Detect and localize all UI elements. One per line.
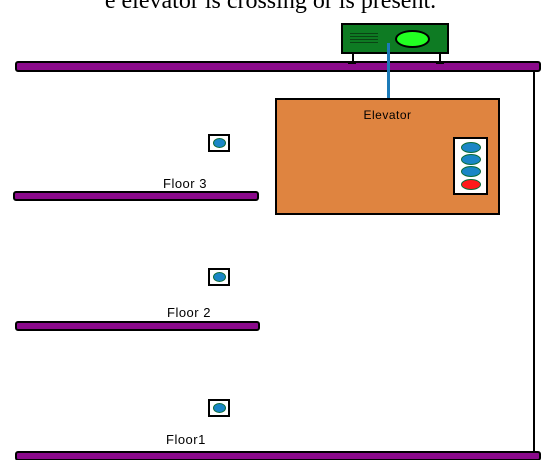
floor-2-beam (15, 321, 260, 331)
cabin-button-panel (453, 137, 488, 195)
motor-vent (350, 33, 378, 46)
cabin-floor-button[interactable] (461, 179, 481, 190)
elevator-cable (387, 43, 390, 99)
floor-3-beam (13, 191, 259, 201)
call-button-floor-3[interactable] (208, 134, 230, 152)
cabin-label: Elevator (363, 108, 412, 122)
ground-beam (15, 451, 541, 460)
motor-leg-right (439, 54, 441, 63)
call-button-indicator (213, 403, 226, 413)
cabin-floor-button[interactable] (461, 166, 481, 177)
call-button-floor-2[interactable] (208, 268, 230, 286)
floor-label: Floor1 (166, 432, 206, 447)
caption-text: e elevator is crossing or is present. (104, 0, 437, 14)
motor-foot-left (348, 61, 356, 64)
motor-leg-left (352, 54, 354, 63)
elevator-motor (341, 23, 449, 54)
elevator-cabin: Elevator (275, 98, 500, 215)
motor-foot-right (436, 61, 444, 64)
motor-drum (395, 30, 430, 48)
call-button-floor-1[interactable] (208, 399, 230, 417)
floor-label: Floor 3 (163, 176, 207, 191)
cabin-floor-button[interactable] (461, 154, 481, 165)
shaft-wall (533, 71, 535, 460)
ceiling-beam (15, 61, 541, 72)
call-button-indicator (213, 138, 226, 148)
call-button-indicator (213, 272, 226, 282)
cabin-floor-button[interactable] (461, 142, 481, 153)
floor-label: Floor 2 (167, 305, 211, 320)
